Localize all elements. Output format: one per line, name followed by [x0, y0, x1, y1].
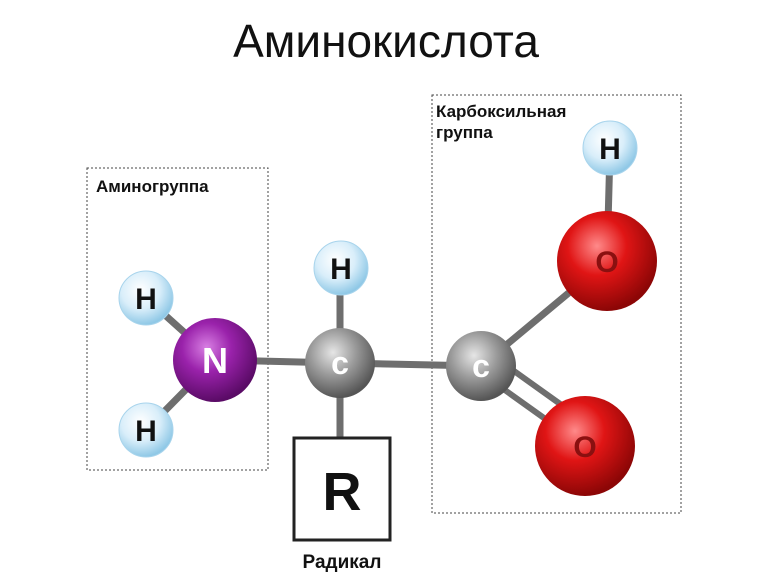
radical-box: [292, 436, 392, 542]
amino-group-label: Аминогруппа: [96, 177, 209, 196]
hydrogen-atom-amino-bottom: H: [118, 402, 174, 458]
amino-group-frame: [86, 167, 269, 471]
nitrogen-atom-symbol: N: [202, 340, 228, 381]
oxygen-atom-hydroxyl-symbol: O: [595, 246, 618, 279]
hydrogen-atom-alpha-symbol: H: [330, 253, 352, 286]
carbon-atom-alpha: c: [305, 328, 375, 398]
carboxyl-group-label-line2: группа: [436, 123, 493, 142]
hydrogen-atom-hydroxyl-symbol: H: [599, 133, 621, 166]
radical-label: Радикал: [303, 552, 382, 573]
oxygen-atom-carbonyl-symbol: O: [573, 431, 596, 464]
carbon-atom-alpha-symbol: c: [331, 345, 349, 381]
carboxyl-group-frame: [431, 94, 682, 514]
hydrogen-atom-alpha: H: [313, 240, 369, 296]
oxygen-atom-hydroxyl: O: [557, 211, 657, 311]
page-title: Аминокислота: [233, 15, 539, 67]
carbon-atom-carboxyl: c: [446, 331, 516, 401]
oxygen-atom-carbonyl: O: [535, 396, 635, 496]
radical-symbol: R: [323, 462, 362, 522]
hydrogen-atom-amino-top-symbol: H: [135, 283, 157, 316]
hydrogen-atom-amino-bottom-symbol: H: [135, 415, 157, 448]
carbon-atom-carboxyl-symbol: c: [472, 348, 490, 384]
hydrogen-atom-amino-top: H: [118, 270, 174, 326]
hydrogen-atom-hydroxyl: H: [582, 120, 638, 176]
nitrogen-atom: N: [173, 318, 257, 402]
carboxyl-group-label-line1: Карбоксильная: [436, 102, 566, 121]
